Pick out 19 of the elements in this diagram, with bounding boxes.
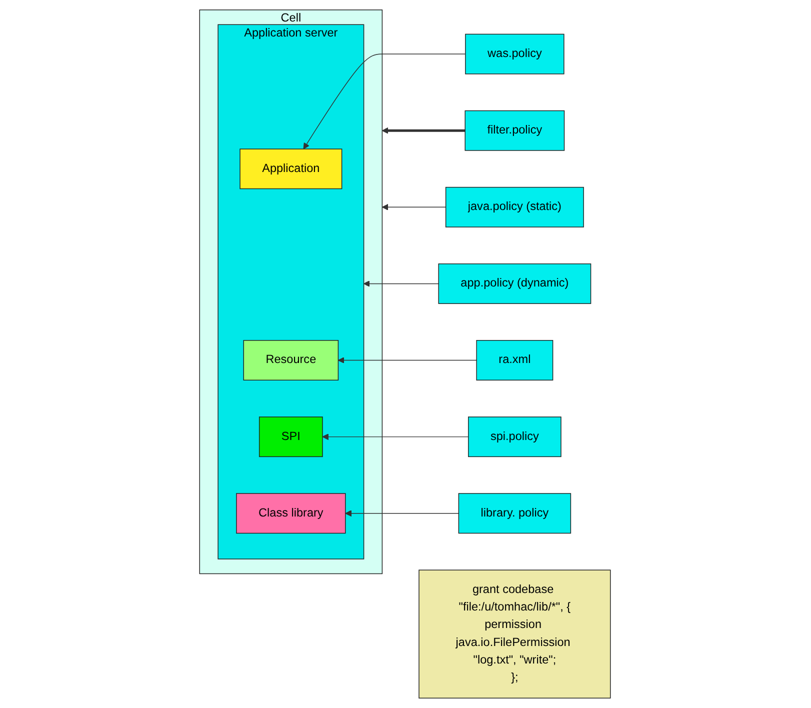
arrow bbox=[382, 204, 447, 210]
node-box: Application bbox=[240, 148, 343, 190]
node-box: SPI bbox=[259, 416, 324, 458]
node-box: Resource bbox=[244, 340, 340, 380]
node-box: ra.xml bbox=[476, 340, 554, 380]
arrow bbox=[322, 434, 470, 440]
node-box: Class library bbox=[236, 493, 346, 534]
arrow bbox=[382, 127, 466, 134]
node-box: grant codebase "file:/u/tomhac/lib/*", { permission java.io.FilePermission "log.txt", "write"; }; bbox=[419, 570, 612, 698]
node-box: filter.policy bbox=[465, 110, 566, 151]
arrow bbox=[304, 54, 466, 150]
arrow bbox=[364, 280, 440, 287]
node-box: was.policy bbox=[466, 34, 565, 74]
node-box: java.policy (static) bbox=[446, 186, 584, 228]
node-box: spi.policy bbox=[468, 416, 562, 458]
arrow bbox=[346, 510, 460, 517]
node-box: library. policy bbox=[458, 493, 572, 534]
arrow bbox=[338, 357, 478, 364]
node-box: app.policy (dynamic) bbox=[438, 263, 592, 304]
